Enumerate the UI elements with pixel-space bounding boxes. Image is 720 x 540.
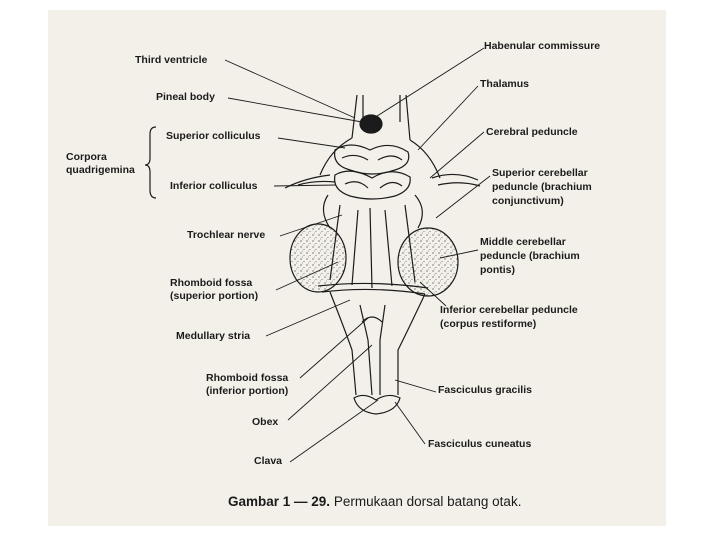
label-sup-cerebellar-3: conjunctivum)	[492, 195, 564, 207]
label-sup-cerebellar-1: Superior cerebellar	[492, 167, 588, 179]
label-rhomboid-inferior-2: (inferior portion)	[206, 385, 289, 397]
label-rhomboid-superior-1: Rhomboid fossa	[170, 277, 253, 289]
label-medullary-stria: Medullary stria	[176, 330, 251, 342]
caption-text: Permukaan dorsal batang otak.	[333, 494, 522, 509]
brainstem-drawing	[284, 94, 481, 415]
label-sup-cerebellar-2: peduncle (brachium	[492, 181, 592, 193]
label-inf-cerebellar-2: (corpus restiforme)	[440, 318, 537, 330]
label-fasciculus-cuneatus: Fasciculus cuneatus	[428, 438, 532, 450]
label-inf-cerebellar-1: Inferior cerebellar peduncle	[440, 304, 578, 316]
corpora-brace	[144, 126, 157, 199]
label-pineal-body: Pineal body	[156, 91, 215, 103]
label-mid-cerebellar-3: pontis)	[480, 264, 515, 276]
label-trochlear-nerve: Trochlear nerve	[187, 229, 266, 241]
figure-caption: Gambar 1 — 29. Permukaan dorsal batang o…	[228, 494, 521, 509]
label-superior-colliculus: Superior colliculus	[166, 130, 261, 142]
pineal-body-shape	[359, 114, 383, 134]
label-fasciculus-gracilis: Fasciculus gracilis	[438, 384, 532, 396]
label-inferior-colliculus: Inferior colliculus	[170, 180, 258, 192]
label-quadrigemina: quadrigemina	[66, 164, 135, 176]
right-middle-peduncle	[397, 227, 459, 297]
label-rhomboid-superior-2: (superior portion)	[170, 290, 259, 302]
label-clava: Clava	[254, 455, 283, 467]
label-habenular-commissure: Habenular commissure	[484, 40, 601, 52]
label-mid-cerebellar-1: Middle cerebellar	[480, 236, 566, 248]
label-cerebral-peduncle: Cerebral peduncle	[486, 126, 578, 138]
label-thalamus: Thalamus	[480, 78, 530, 90]
label-mid-cerebellar-2: peduncle (brachium	[480, 250, 580, 262]
label-third-ventricle: Third ventricle	[135, 54, 208, 66]
label-obex: Obex	[252, 416, 279, 428]
label-rhomboid-inferior-1: Rhomboid fossa	[206, 372, 289, 384]
figure-number: Gambar 1 — 29.	[228, 494, 331, 509]
leader-lines	[224, 47, 491, 463]
left-middle-peduncle	[289, 223, 347, 293]
label-corpora: Corpora	[66, 151, 107, 163]
